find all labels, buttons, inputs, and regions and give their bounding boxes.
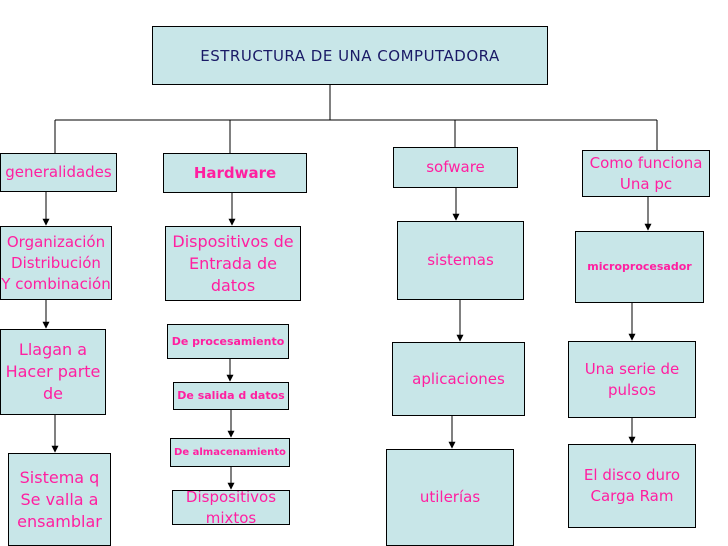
node-procesamiento: De procesamiento	[167, 324, 289, 359]
node-llagan: Llagan a Hacer parte de	[0, 329, 106, 415]
header-hardware: Hardware	[163, 153, 307, 193]
node-utilerias: utilerías	[386, 449, 514, 546]
header-como-funciona: Como funciona Una pc	[582, 150, 710, 197]
node-organizacion: Organización Distribución Y combinación	[0, 226, 112, 300]
node-salida: De salida d datos	[173, 382, 289, 410]
node-entrada: Dispositivos de Entrada de datos	[165, 226, 301, 301]
node-disco-duro: El disco duro Carga Ram	[568, 444, 696, 528]
node-sistema-q: Sistema q Se valla a ensamblar	[8, 453, 111, 546]
title-text: ESTRUCTURA DE UNA COMPUTADORA	[200, 46, 500, 65]
node-almacenamiento: De almacenamiento	[170, 438, 290, 467]
header-generalidades: generalidades	[0, 153, 117, 192]
node-mixtos: Dispositivos mixtos	[172, 490, 290, 525]
header-sofware: sofware	[393, 147, 518, 188]
node-aplicaciones: aplicaciones	[392, 342, 525, 416]
node-pulsos: Una serie de pulsos	[568, 341, 696, 418]
node-microprocesador: microprocesador	[575, 231, 704, 303]
title-box: ESTRUCTURA DE UNA COMPUTADORA	[152, 26, 548, 85]
node-sistemas: sistemas	[397, 221, 524, 300]
